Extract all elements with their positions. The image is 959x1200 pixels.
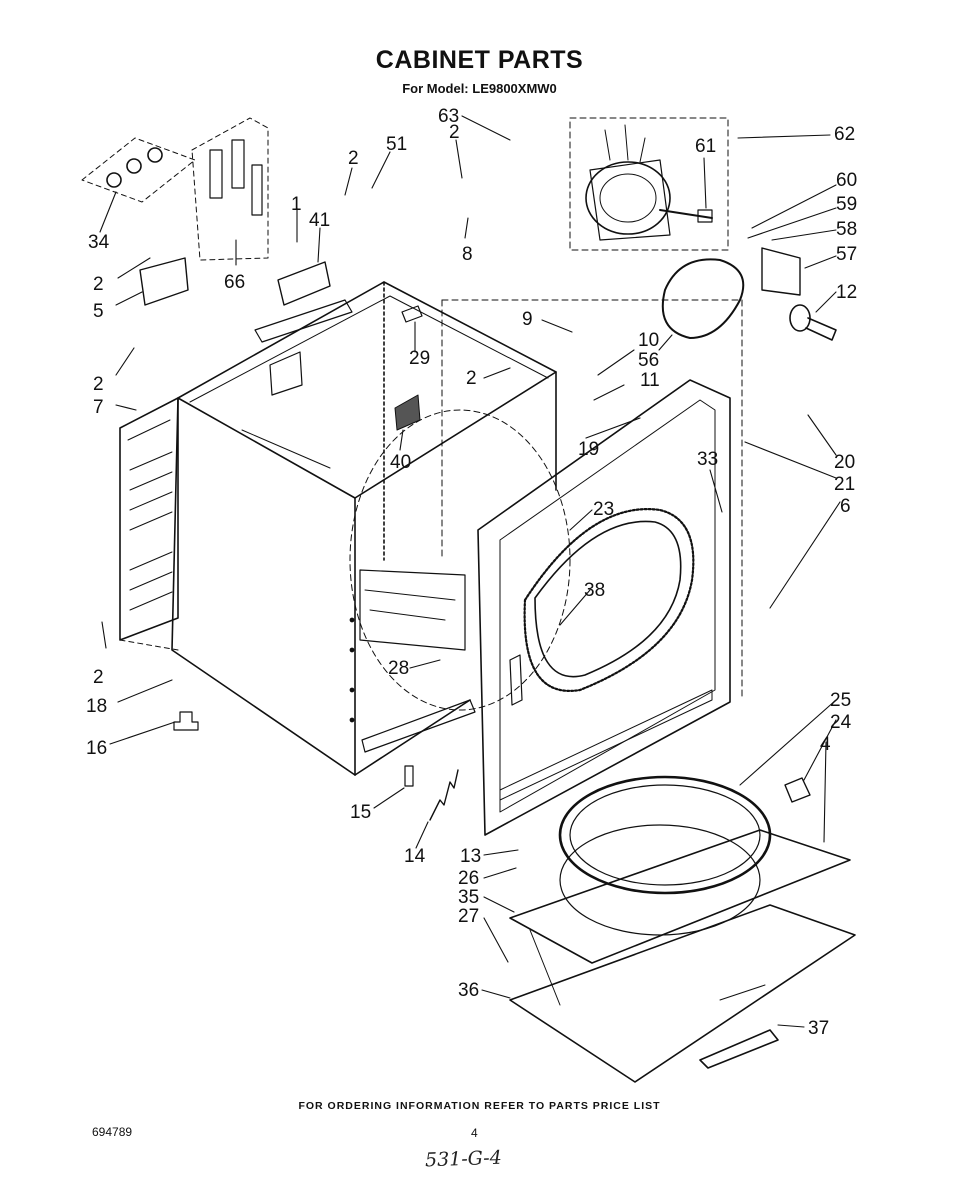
callout-51: 51	[386, 134, 407, 155]
callout-66: 66	[224, 272, 245, 293]
callout-26: 26	[458, 868, 479, 889]
callout-60: 60	[836, 170, 857, 191]
terminal-block-cluster	[81, 117, 269, 261]
callout-6: 6	[840, 496, 851, 517]
callout-2: 2	[93, 667, 104, 688]
callout-2: 2	[93, 374, 104, 395]
model-subtitle: For Model: LE9800XMW0	[402, 81, 557, 96]
bracket-5	[139, 257, 189, 306]
callout-10: 10	[638, 330, 659, 351]
drive-belt	[661, 258, 745, 339]
callout-13: 13	[460, 846, 481, 867]
callout-11: 11	[640, 370, 660, 391]
callout-63: 63	[438, 106, 459, 127]
callout-27: 27	[458, 906, 479, 927]
callout-35: 35	[458, 887, 479, 908]
callout-33: 33	[697, 449, 718, 470]
callout-59: 59	[836, 194, 857, 215]
callout-57: 57	[836, 244, 857, 265]
motor-assembly	[569, 117, 729, 251]
door-spring	[429, 769, 459, 821]
callout-28: 28	[388, 658, 409, 679]
component-41	[277, 261, 331, 306]
handwritten-note: 531-G-4	[424, 1146, 503, 1172]
callout-8: 8	[462, 244, 473, 265]
cabinet-body	[171, 281, 571, 776]
document-number: 694789	[92, 1125, 133, 1139]
callout-4: 4	[820, 734, 831, 755]
callout-2: 2	[348, 148, 359, 169]
callout-labels: 63 2 61 62 2 51 60 59 58 57 34 1 41 8 2 …	[86, 106, 857, 1039]
callout-56: 56	[638, 350, 659, 371]
callout-38: 38	[584, 580, 605, 601]
switch-24	[784, 777, 811, 803]
page-number: 4	[471, 1126, 478, 1140]
callout-18: 18	[86, 696, 107, 717]
callout-1: 1	[291, 194, 302, 215]
callout-21: 21	[834, 474, 855, 495]
callout-2: 2	[466, 368, 477, 389]
callout-19: 19	[578, 439, 599, 460]
callout-61: 61	[695, 136, 716, 157]
leveling-foot	[173, 711, 199, 731]
callout-24: 24	[830, 712, 852, 733]
callout-36: 36	[458, 980, 479, 1001]
callout-5: 5	[93, 301, 104, 322]
rear-panel	[119, 397, 179, 651]
callout-37: 37	[808, 1018, 829, 1039]
callout-7: 7	[93, 397, 104, 418]
callout-12: 12	[836, 282, 857, 303]
callout-41: 41	[309, 210, 330, 231]
callout-58: 58	[836, 219, 857, 240]
leader-lines	[99, 115, 841, 1028]
callout-20: 20	[834, 452, 855, 473]
callout-34: 34	[88, 232, 110, 253]
base-assembly	[509, 775, 856, 1083]
callout-23: 23	[593, 499, 614, 520]
front-panel	[441, 299, 743, 836]
callout-14: 14	[404, 846, 426, 867]
callout-29: 29	[409, 348, 430, 369]
pulley	[789, 304, 837, 341]
callout-25: 25	[830, 690, 851, 711]
callout-2: 2	[93, 274, 104, 295]
callout-62: 62	[834, 124, 855, 145]
callout-16: 16	[86, 738, 107, 759]
idler-bracket	[761, 247, 801, 296]
latch-15	[404, 765, 414, 787]
callout-9: 9	[522, 309, 533, 330]
callout-2: 2	[449, 122, 460, 143]
callout-40: 40	[390, 452, 411, 473]
ordering-note: FOR ORDERING INFORMATION REFER TO PARTS …	[298, 1100, 661, 1112]
callout-15: 15	[350, 802, 371, 823]
page-title: CABINET PARTS	[375, 46, 584, 74]
